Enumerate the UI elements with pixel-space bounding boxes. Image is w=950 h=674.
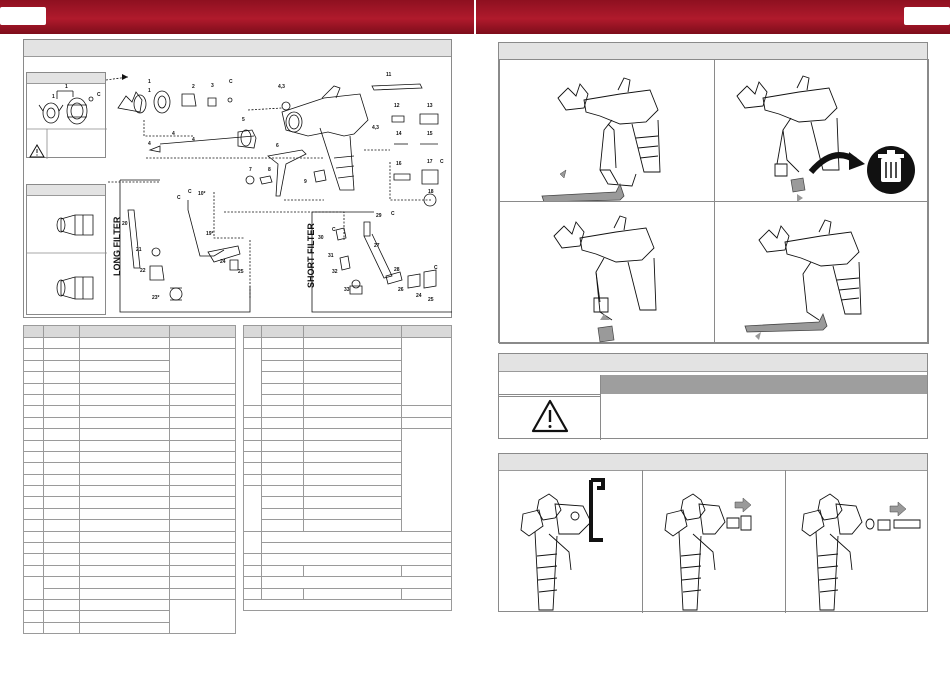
callout-4: 4: [172, 131, 175, 137]
filter-inset-drawing: [27, 214, 107, 300]
disassembly-step-1-illustration: [520, 478, 605, 611]
callout-23: 23*: [152, 295, 160, 301]
callout-43a: 4,3: [278, 84, 285, 90]
callout-c-3: C: [177, 195, 181, 201]
header-banner-left: [0, 0, 474, 34]
warning-triangle-icon: [531, 399, 569, 433]
filter-inset: [26, 184, 107, 315]
page-tab-left: [0, 7, 46, 25]
disassembly-step-2: [642, 470, 786, 613]
callout-c-6: C: [434, 265, 438, 271]
callout-4b: 4: [148, 141, 151, 147]
callout-33: 33: [344, 287, 350, 293]
short-filter-label: SHORT FILTER: [306, 223, 316, 288]
callout-18: 18: [428, 189, 434, 195]
exploded-parts-drawing: [105, 74, 452, 313]
filter-replacement-header: [499, 43, 927, 60]
warning-bar: [601, 375, 927, 394]
air-cap-inset-drawing: [27, 90, 107, 159]
callout-21: 21: [136, 247, 142, 253]
callout-14: 14: [396, 131, 402, 137]
callout-5: 5: [242, 117, 245, 123]
callout-c-1: C: [229, 79, 233, 85]
callout-7: 7: [249, 167, 252, 173]
parts-table-right: [243, 325, 452, 612]
disassembly-header: [499, 454, 927, 471]
disassembly-step-3-illustration: [801, 493, 921, 611]
warning-icon-cell: [499, 396, 601, 440]
callout-c-4: C: [391, 211, 395, 217]
callout-28: 28: [394, 267, 400, 273]
callout-19: 19*: [206, 231, 214, 237]
callout-32: 32: [332, 269, 338, 275]
callout-1b: 1: [52, 94, 55, 100]
step-1-illustration: [541, 77, 661, 201]
callout-31: 31: [328, 253, 334, 259]
long-filter-label: LONG FILTER: [112, 216, 122, 276]
disassembly-panel: [498, 453, 929, 613]
step-2-illustration: [736, 75, 915, 201]
filter-replacement-panel: [498, 42, 929, 344]
callout-42: 4: [192, 137, 195, 143]
step-remove-wrench: [499, 59, 715, 202]
callout-30: 30: [318, 235, 324, 241]
callout-11: 11: [386, 72, 392, 78]
header-banner-right: [476, 0, 950, 34]
exploded-view-panel: 1 1 C: [23, 39, 452, 318]
step-4-illustration: [744, 219, 862, 340]
callout-c-inset: C: [97, 92, 101, 98]
callout-25: 25: [238, 269, 244, 275]
callout-c-5: C: [332, 227, 336, 233]
callout-17: 17: [427, 159, 433, 165]
callout-24: 24: [220, 259, 226, 265]
warning-panel-header: [499, 354, 927, 372]
page-tab-right: [904, 7, 950, 25]
exploded-view-header: [24, 40, 451, 57]
callout-1: 1: [65, 84, 68, 90]
step-insert-filter: [499, 201, 715, 344]
callout-16: 16: [396, 161, 402, 167]
callout-12: 12: [394, 103, 400, 109]
callout-24b: 24: [416, 293, 422, 299]
callout-c-2: C: [440, 159, 444, 165]
disassembly-step-1: [499, 470, 643, 613]
callout-c-7: C: [188, 189, 192, 195]
callout-10: 10*: [198, 191, 206, 197]
callout-20: 20: [122, 221, 128, 227]
arrow-right-icon: [889, 501, 907, 517]
callout-1-main: 1: [148, 79, 151, 85]
callout-43b: 4,3: [372, 125, 379, 131]
callout-25b: 25: [428, 297, 434, 303]
step-3-illustration: [553, 215, 657, 343]
callout-6: 6: [276, 143, 279, 149]
disassembly-step-2-illustration: [664, 493, 752, 611]
callout-8: 8: [268, 167, 271, 173]
step-tighten-wrench: [714, 201, 929, 344]
step-dispose-filter: [714, 59, 929, 202]
callout-9: 9: [304, 179, 307, 185]
callout-2: 2: [192, 84, 195, 90]
callout-15: 15: [427, 131, 433, 137]
callout-27: 27: [374, 243, 380, 249]
callout-29: 29: [376, 213, 382, 219]
parts-table-left: [23, 325, 236, 635]
arrow-right-icon: [734, 497, 752, 513]
trash-can-icon: [867, 146, 915, 194]
callout-3: 3: [211, 83, 214, 89]
callout-13: 13: [427, 103, 433, 109]
callout-22: 22: [140, 268, 146, 274]
callout-1b-main: 1: [148, 88, 151, 94]
air-cap-inset: 1 1 C: [26, 72, 107, 159]
warning-triangle-icon: [29, 144, 45, 158]
callout-26: 26: [398, 287, 404, 293]
warning-panel: [498, 353, 928, 440]
disassembly-step-3: [785, 470, 929, 613]
